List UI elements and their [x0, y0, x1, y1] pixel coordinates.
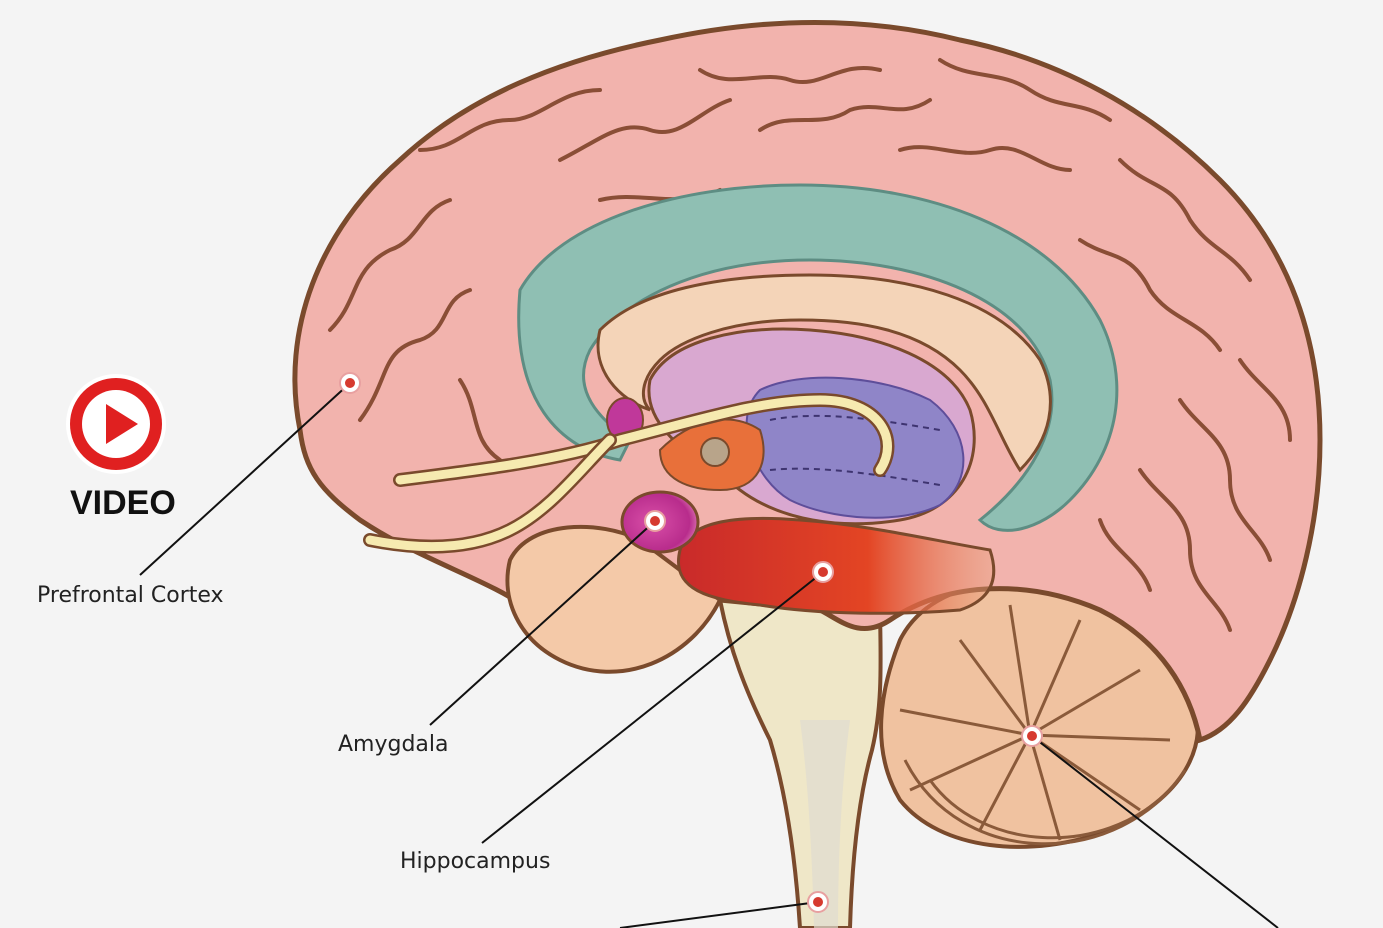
- pineal-node: [701, 438, 729, 466]
- label-hippocampus: Hippocampus: [400, 849, 550, 874]
- video-label[interactable]: VIDEO: [70, 484, 176, 523]
- play-icon[interactable]: [64, 372, 168, 476]
- video-play-button[interactable]: [64, 372, 168, 476]
- brainstem: [720, 600, 881, 928]
- label-prefrontal-cortex: Prefrontal Cortex: [37, 583, 224, 608]
- leader-brainstem: [620, 902, 818, 928]
- label-amygdala: Amygdala: [338, 732, 449, 757]
